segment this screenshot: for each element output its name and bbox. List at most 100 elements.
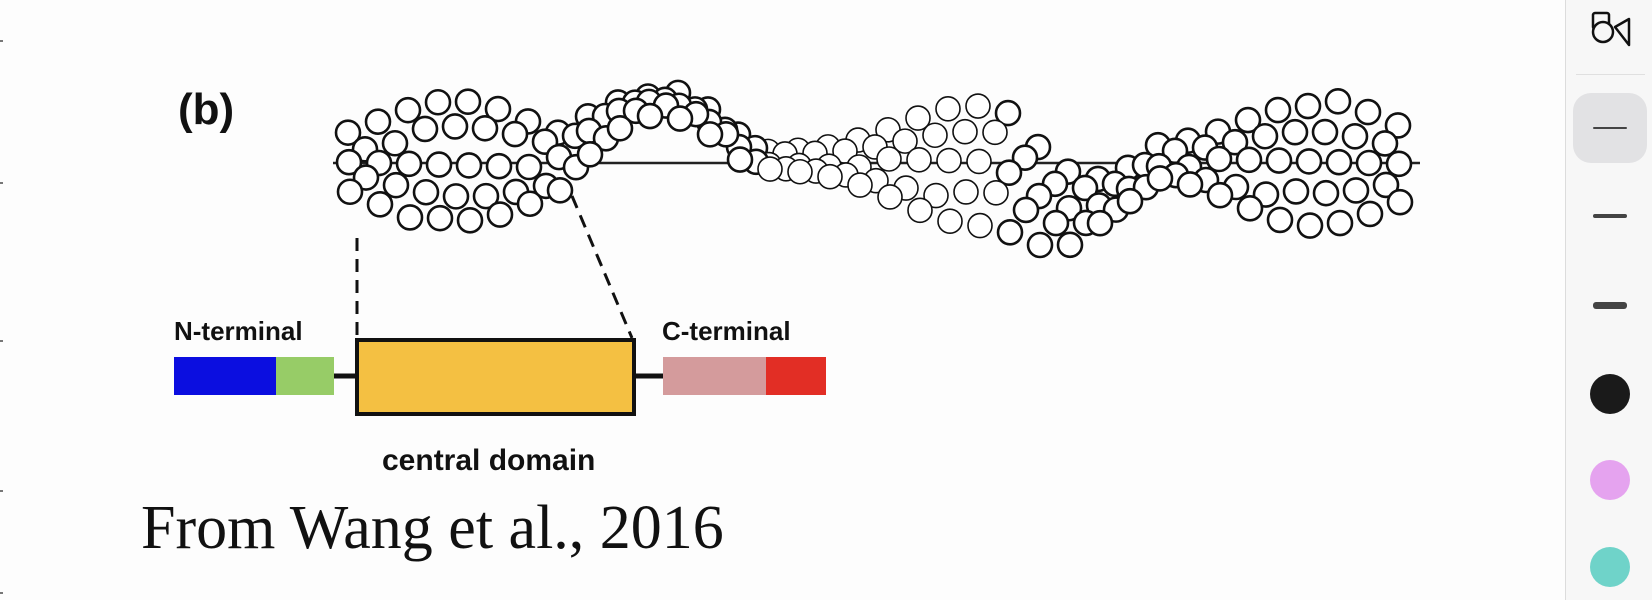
helix-bead [1056, 231, 1084, 259]
helix-bead [965, 93, 991, 119]
helix-bead [996, 219, 1024, 246]
shapes-icon [1591, 11, 1630, 47]
helix-bead [472, 182, 500, 210]
helix-bead [953, 179, 979, 205]
helix-bead [335, 148, 363, 176]
helix-bead [636, 102, 664, 130]
helix-bead [1234, 106, 1262, 134]
helix-bead [394, 96, 422, 124]
helix-bead [817, 163, 843, 190]
helix-bead [442, 183, 470, 210]
central-domain-label: central domain [382, 444, 595, 477]
helix-bead [1354, 98, 1382, 126]
helix-bead [1205, 145, 1233, 173]
helix-bead [1326, 209, 1354, 237]
drawing-tool-panel [1565, 0, 1652, 600]
helix-bead [1264, 96, 1292, 124]
helix-bead [1311, 118, 1339, 146]
helix-bead [484, 95, 512, 123]
helix-bead [1295, 148, 1323, 175]
helix-bead [485, 152, 513, 180]
stroke-thin-button[interactable] [1572, 93, 1647, 163]
helix-bead [366, 191, 394, 218]
color-black-swatch[interactable] [1589, 374, 1630, 414]
helix-bead [1312, 179, 1340, 207]
helix-bead [1026, 231, 1054, 259]
helix-bead [1012, 196, 1040, 224]
edge-tick [0, 40, 3, 42]
helix-bead [937, 208, 963, 235]
helix-bead [1266, 206, 1294, 234]
helix-bead [787, 158, 813, 185]
helix-bead [1386, 188, 1414, 216]
helix-bead [1176, 171, 1204, 198]
helix-bead [967, 212, 993, 239]
helix-bead [922, 122, 948, 149]
helix-bead [1355, 149, 1383, 177]
helix-bead [666, 105, 694, 132]
helix-bead [576, 141, 604, 168]
protein-structure-figure: (b) N-terminal C-terminal central domain [174, 79, 1420, 477]
helix-bead [1294, 92, 1322, 120]
helix-bead [334, 119, 362, 146]
helix-bead [935, 95, 961, 122]
stroke-thick-button[interactable] [1573, 270, 1647, 340]
medium-stroke-icon [1592, 214, 1627, 218]
helix-bead [892, 128, 918, 154]
thin-stroke-icon [1592, 127, 1627, 129]
helix-bead [1356, 200, 1384, 228]
helix-bead [382, 171, 410, 199]
n-terminal-blue-segment [174, 357, 276, 395]
helix-bead [923, 182, 949, 209]
bead-helix [334, 79, 1414, 259]
panel-divider [1576, 74, 1645, 75]
helix-bead [1385, 150, 1413, 178]
helix-bead [1371, 130, 1399, 157]
n-terminal-label: N-terminal [174, 316, 303, 346]
helix-bead [486, 201, 514, 228]
helix-bead [411, 115, 439, 143]
shapes-tool-button[interactable] [1582, 2, 1638, 54]
helix-bead [907, 197, 933, 224]
helix-bead [847, 172, 873, 198]
helix-bead [1236, 195, 1264, 222]
c-terminal-red-segment [766, 357, 826, 395]
helix-bead [396, 204, 424, 231]
helix-bead [515, 153, 543, 181]
panel-label: (b) [178, 85, 234, 134]
edge-tick [0, 490, 3, 492]
helix-bead [1281, 118, 1309, 146]
helix-bead [1251, 122, 1279, 150]
zoom-guide-right [570, 195, 634, 339]
color-teal-swatch[interactable] [1589, 547, 1630, 587]
helix-bead [1235, 146, 1263, 174]
helix-bead [364, 108, 392, 135]
helix-bead [1282, 178, 1310, 205]
color-pink-swatch[interactable] [1589, 460, 1630, 500]
source-caption: From Wang et al., 2016 [141, 494, 724, 562]
edge-tick [0, 340, 3, 342]
drawing-canvas[interactable]: (b) N-terminal C-terminal central domain… [0, 0, 1565, 600]
helix-bead [726, 146, 754, 173]
c-terminal-pink-segment [663, 357, 766, 395]
helix-bead [1071, 174, 1099, 202]
helix-bead [1296, 212, 1324, 239]
helix-bead [757, 156, 783, 182]
helix-bead [1206, 181, 1234, 209]
helix-bead [994, 99, 1022, 127]
helix-bead [966, 148, 992, 175]
helix-bead [1221, 128, 1249, 156]
helix-bead [1324, 88, 1352, 115]
helix-bead [906, 147, 932, 173]
helix-bead [1265, 147, 1293, 174]
c-terminal-label: C-terminal [662, 316, 791, 346]
helix-bead [876, 146, 902, 172]
helix-bead [454, 88, 482, 115]
helix-bead [412, 178, 440, 206]
helix-bead [905, 105, 931, 131]
stroke-medium-button[interactable] [1573, 181, 1647, 251]
edge-tick [0, 592, 3, 594]
helix-bead [425, 151, 453, 178]
helix-bead [441, 113, 469, 140]
helix-bead [516, 190, 544, 218]
